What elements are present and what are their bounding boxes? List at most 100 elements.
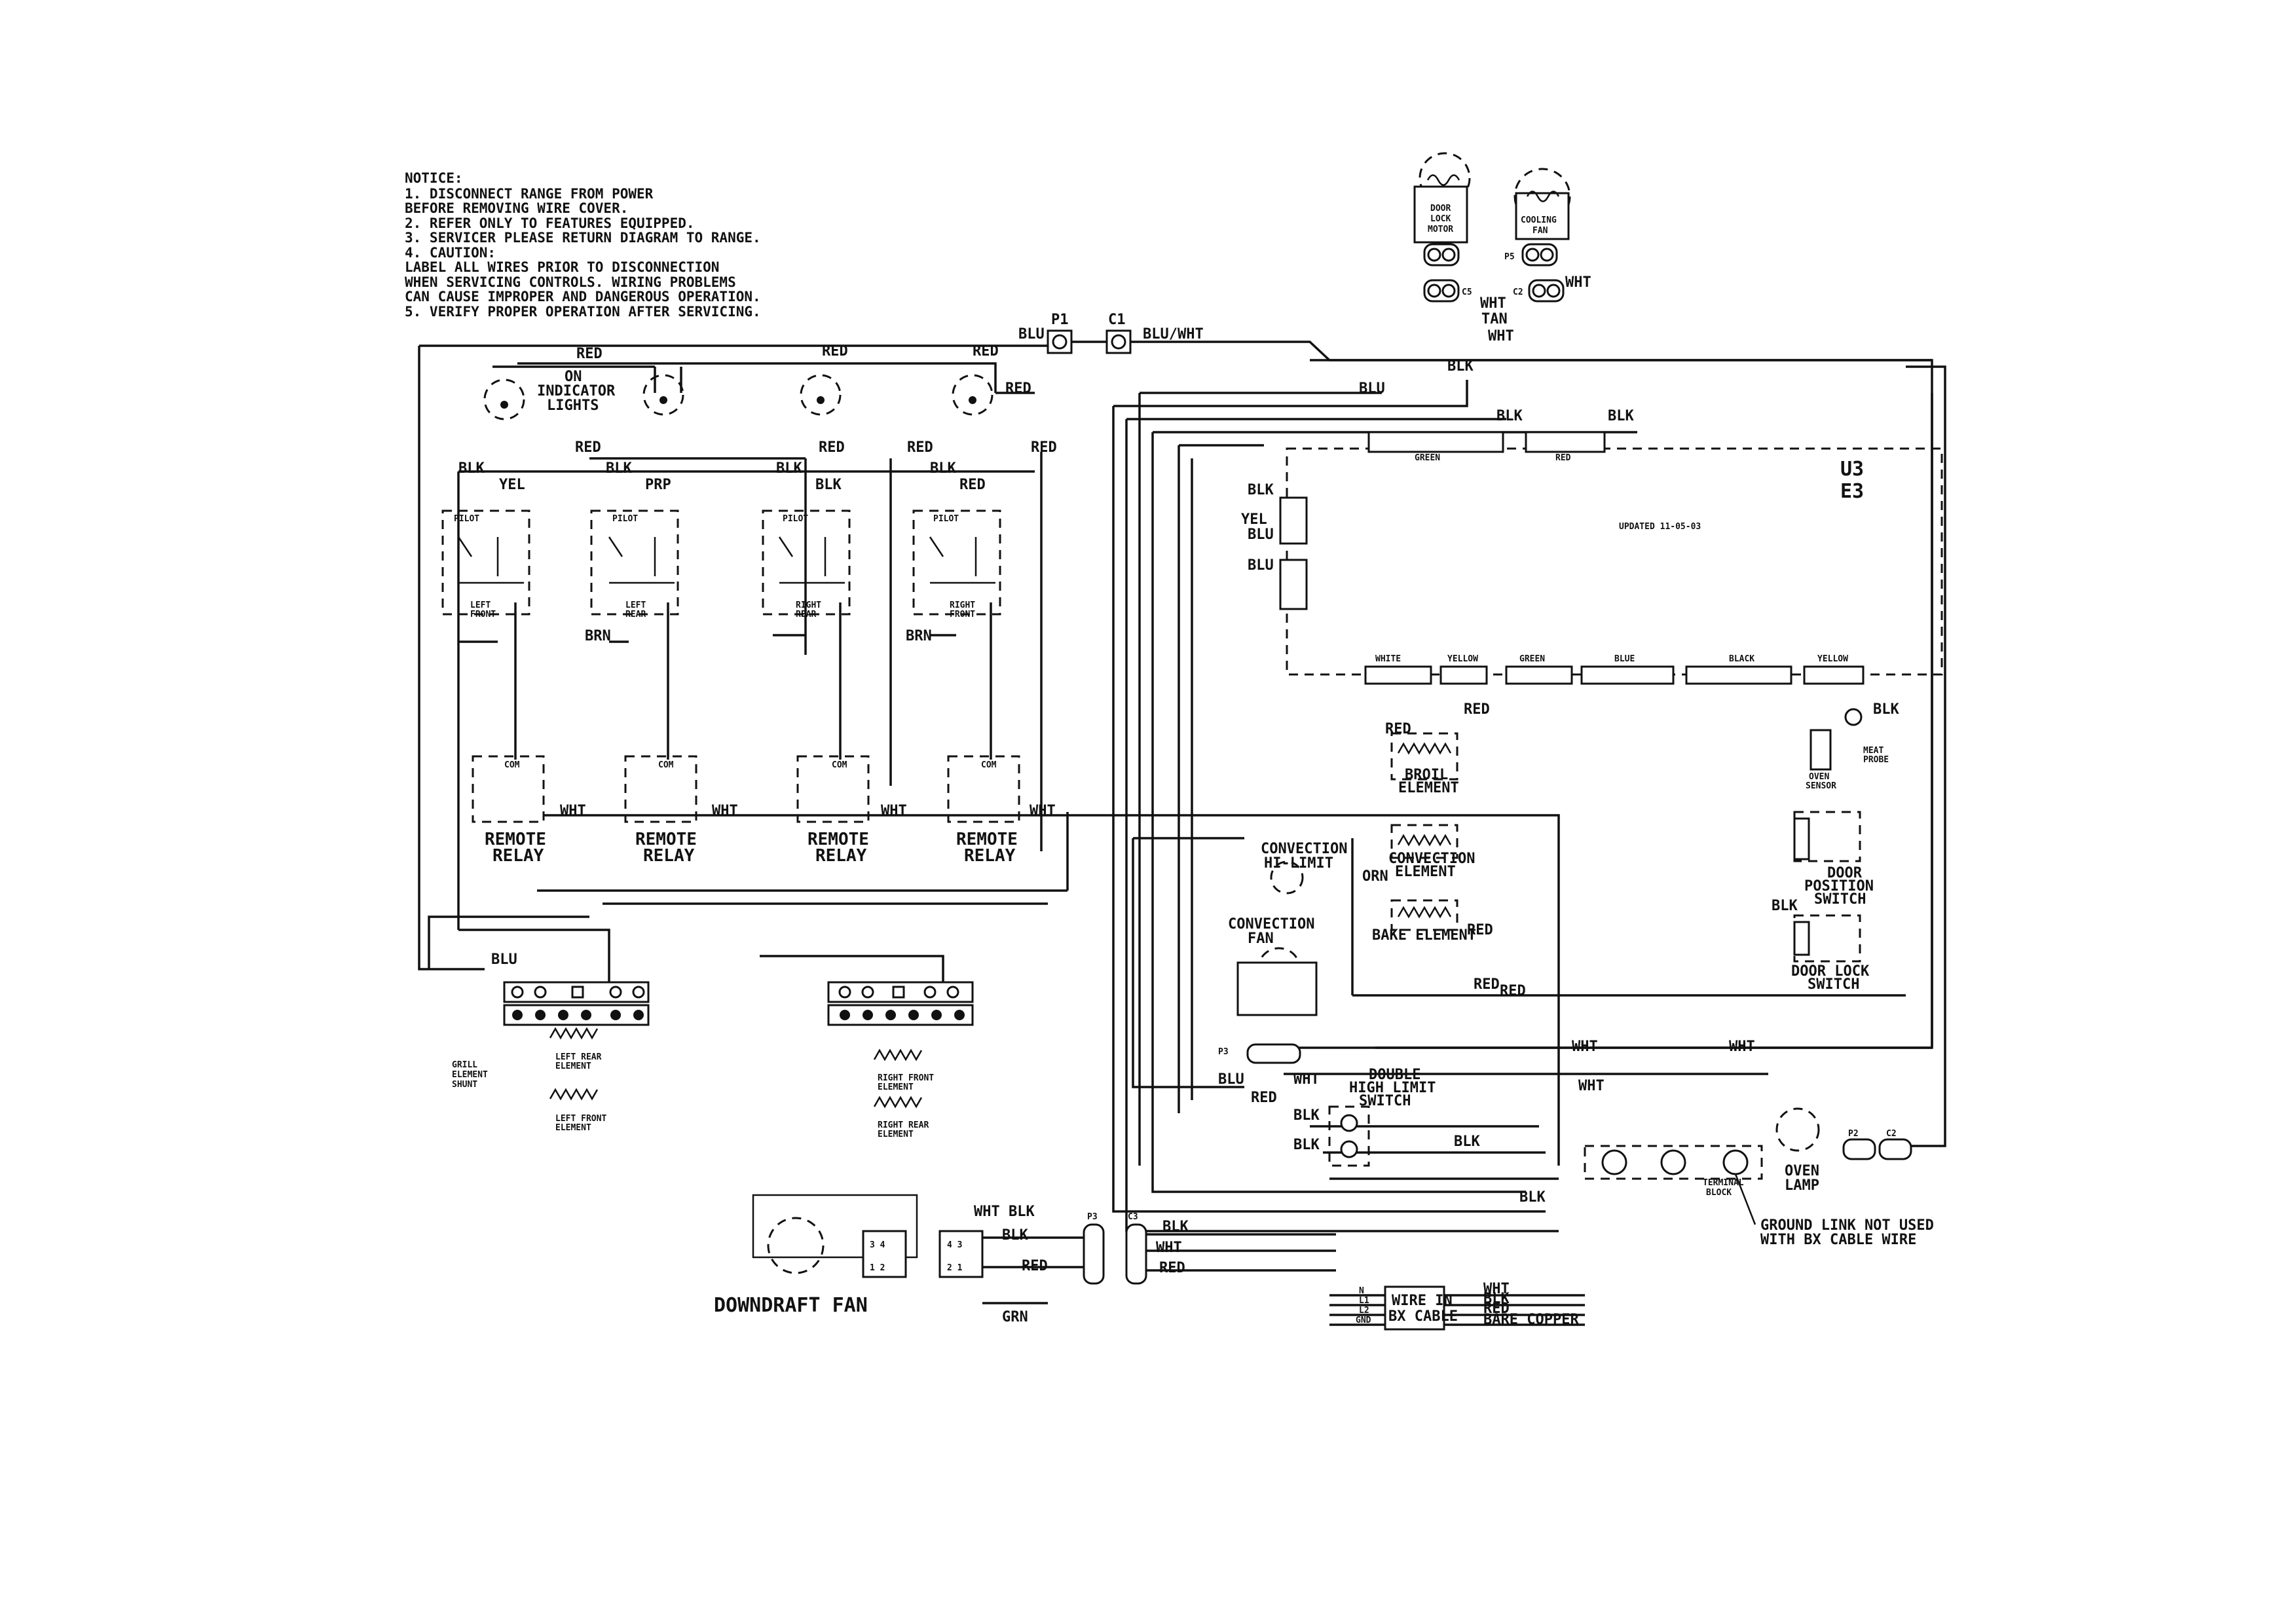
svg-text:RIGHT FRONT: RIGHT FRONT xyxy=(878,1073,934,1083)
notice-line: BEFORE REMOVING WIRE COVER. xyxy=(405,200,628,216)
svg-text:ELEMENT: ELEMENT xyxy=(1398,780,1459,796)
board-wire-labels: BLU BLK BLK BLK YEL BLU BLU RED RED BLK xyxy=(1241,380,1899,737)
svg-text:DOUBLE: DOUBLE xyxy=(1369,1067,1420,1083)
svg-text:PROBE: PROBE xyxy=(1863,755,1889,765)
convection-fan: CONVECTION FAN P3 BLU WHT RED xyxy=(1218,916,1320,1106)
svg-text:FAN: FAN xyxy=(1532,226,1548,236)
svg-text:MEAT: MEAT xyxy=(1863,746,1884,756)
svg-text:L1: L1 xyxy=(1359,1296,1369,1306)
bake-element: BAKE ELEMENT RED xyxy=(1372,899,1493,944)
svg-text:ELEMENT: ELEMENT xyxy=(1395,864,1456,880)
cooling-fan-motor: COOLING FAN P5 xyxy=(1504,168,1571,267)
svg-text:RED: RED xyxy=(1500,983,1526,999)
svg-text:BLK: BLK xyxy=(1248,482,1274,498)
remote-relay-2: COM REMOTE RELAY xyxy=(624,755,697,866)
svg-text:C2: C2 xyxy=(1886,1129,1897,1139)
svg-text:P1: P1 xyxy=(1051,312,1069,328)
notice-line: WHEN SERVICING CONTROLS. WIRING PROBLEMS xyxy=(405,274,736,290)
svg-text:RED: RED xyxy=(575,439,601,456)
svg-text:3 4: 3 4 xyxy=(870,1240,885,1250)
svg-text:WHT: WHT xyxy=(1156,1240,1182,1256)
notice-line: 3. SERVICER PLEASE RETURN DIAGRAM TO RAN… xyxy=(405,230,761,246)
svg-text:RED: RED xyxy=(907,439,933,456)
svg-text:LAMP: LAMP xyxy=(1785,1177,1819,1194)
svg-text:4 3: 4 3 xyxy=(947,1240,962,1250)
svg-text:BLK: BLK xyxy=(1496,408,1523,424)
svg-text:L2: L2 xyxy=(1359,1306,1369,1316)
svg-text:ON: ON xyxy=(565,369,582,385)
svg-text:RELAY: RELAY xyxy=(492,846,544,866)
svg-text:WHT: WHT xyxy=(1572,1039,1598,1055)
svg-text:CONVECTION: CONVECTION xyxy=(1261,841,1347,857)
svg-text:RED: RED xyxy=(1159,1260,1185,1276)
svg-text:1 2: 1 2 xyxy=(870,1263,885,1273)
svg-text:CONVECTION: CONVECTION xyxy=(1228,916,1314,932)
notice-line: 2. REFER ONLY TO FEATURES EQUIPPED. xyxy=(405,215,695,231)
svg-text:WHITE: WHITE xyxy=(1375,654,1401,664)
svg-text:WHT BLK: WHT BLK xyxy=(974,1204,1035,1220)
svg-text:C2: C2 xyxy=(1513,287,1523,297)
svg-text:BLK: BLK xyxy=(930,460,956,477)
svg-text:RED: RED xyxy=(822,343,848,360)
svg-text:REMOTE: REMOTE xyxy=(807,830,869,849)
svg-text:COM: COM xyxy=(504,760,520,770)
svg-text:CONVECTION: CONVECTION xyxy=(1388,851,1475,867)
svg-text:WHT: WHT xyxy=(1030,803,1056,819)
svg-text:BLU: BLU xyxy=(1018,326,1045,342)
remote-relay-1: COM REMOTE RELAY xyxy=(472,755,546,866)
svg-text:BLU: BLU xyxy=(1218,1071,1244,1088)
svg-text:BROIL: BROIL xyxy=(1405,767,1448,783)
svg-text:TAN: TAN xyxy=(1481,311,1508,327)
svg-text:DOOR LOCK: DOOR LOCK xyxy=(1791,963,1870,980)
svg-text:COM: COM xyxy=(832,760,847,770)
oven-lamp: OVEN LAMP P2 C2 xyxy=(1775,1107,1912,1194)
svg-text:RED: RED xyxy=(1467,922,1493,938)
svg-text:WHT: WHT xyxy=(1565,274,1591,291)
svg-text:BLK: BLK xyxy=(1293,1107,1320,1124)
svg-text:REAR: REAR xyxy=(625,610,646,619)
svg-text:RED: RED xyxy=(1031,439,1057,456)
notice-line: LABEL ALL WIRES PRIOR TO DISCONNECTION xyxy=(405,259,719,275)
svg-text:RIGHT: RIGHT xyxy=(950,600,975,610)
svg-text:RED: RED xyxy=(1251,1090,1277,1106)
svg-text:REMOTE: REMOTE xyxy=(635,830,697,849)
svg-text:LEFT: LEFT xyxy=(470,600,491,610)
svg-text:LEFT FRONT: LEFT FRONT xyxy=(555,1114,606,1124)
svg-text:E3: E3 xyxy=(1840,480,1864,503)
door-lock-motor: DOOR LOCK MOTOR xyxy=(1413,152,1471,267)
svg-text:DOOR: DOOR xyxy=(1430,204,1451,213)
svg-text:YELLOW: YELLOW xyxy=(1447,654,1478,664)
svg-text:WHT: WHT xyxy=(881,803,907,819)
svg-text:HIGH LIMIT: HIGH LIMIT xyxy=(1349,1080,1436,1096)
double-high-limit-switch: DOUBLE HIGH LIMIT SWITCH BLK BLK BLK xyxy=(1293,1067,1480,1167)
svg-text:ELEMENT: ELEMENT xyxy=(555,1123,591,1133)
svg-text:MOTOR: MOTOR xyxy=(1428,225,1453,234)
svg-text:GREEN: GREEN xyxy=(1519,654,1545,664)
c4-c5-plugs: C5 C2 WHT WHT TAN WHT BLK xyxy=(1423,274,1591,375)
svg-text:ELEMENT: ELEMENT xyxy=(452,1070,488,1080)
svg-text:SHUNT: SHUNT xyxy=(452,1080,477,1090)
svg-text:INDICATOR: INDICATOR xyxy=(537,383,616,399)
svg-text:BLK: BLK xyxy=(1162,1219,1189,1235)
svg-text:GRILL: GRILL xyxy=(452,1060,477,1070)
svg-text:BARE COPPER: BARE COPPER xyxy=(1483,1312,1579,1328)
svg-text:WHT: WHT xyxy=(1480,295,1506,312)
svg-text:BLK: BLK xyxy=(1483,1291,1510,1307)
svg-text:C1: C1 xyxy=(1108,312,1126,328)
door-position-switch: DOOR POSITION SWITCH xyxy=(1793,811,1874,908)
main-wires xyxy=(418,341,1946,1232)
switch-left-rear: PILOT LEFT REAR xyxy=(590,509,679,619)
indicator-lights: ON INDICATOR LIGHTS RED RED RED RED RED … xyxy=(483,343,1057,456)
switch-wire-labels: BLK YEL BLK PRP BLK BLK BLK RED BRN BRN xyxy=(458,460,986,644)
svg-text:P3: P3 xyxy=(1218,1047,1229,1057)
svg-text:ORN: ORN xyxy=(1362,868,1388,885)
relay-wire-labels: WHT WHT WHT WHT xyxy=(560,803,1056,819)
svg-text:P5: P5 xyxy=(1504,252,1515,262)
broil-element: BROIL ELEMENT xyxy=(1390,732,1459,796)
svg-text:BRN: BRN xyxy=(906,628,932,644)
svg-text:WITH BX CABLE WIRE: WITH BX CABLE WIRE xyxy=(1760,1232,1916,1248)
svg-text:P3: P3 xyxy=(1087,1212,1098,1222)
svg-text:LEFT REAR: LEFT REAR xyxy=(555,1052,602,1062)
notice-line: 4. CAUTION: xyxy=(405,245,496,261)
notice-line: 1. DISCONNECT RANGE FROM POWER xyxy=(405,186,654,202)
